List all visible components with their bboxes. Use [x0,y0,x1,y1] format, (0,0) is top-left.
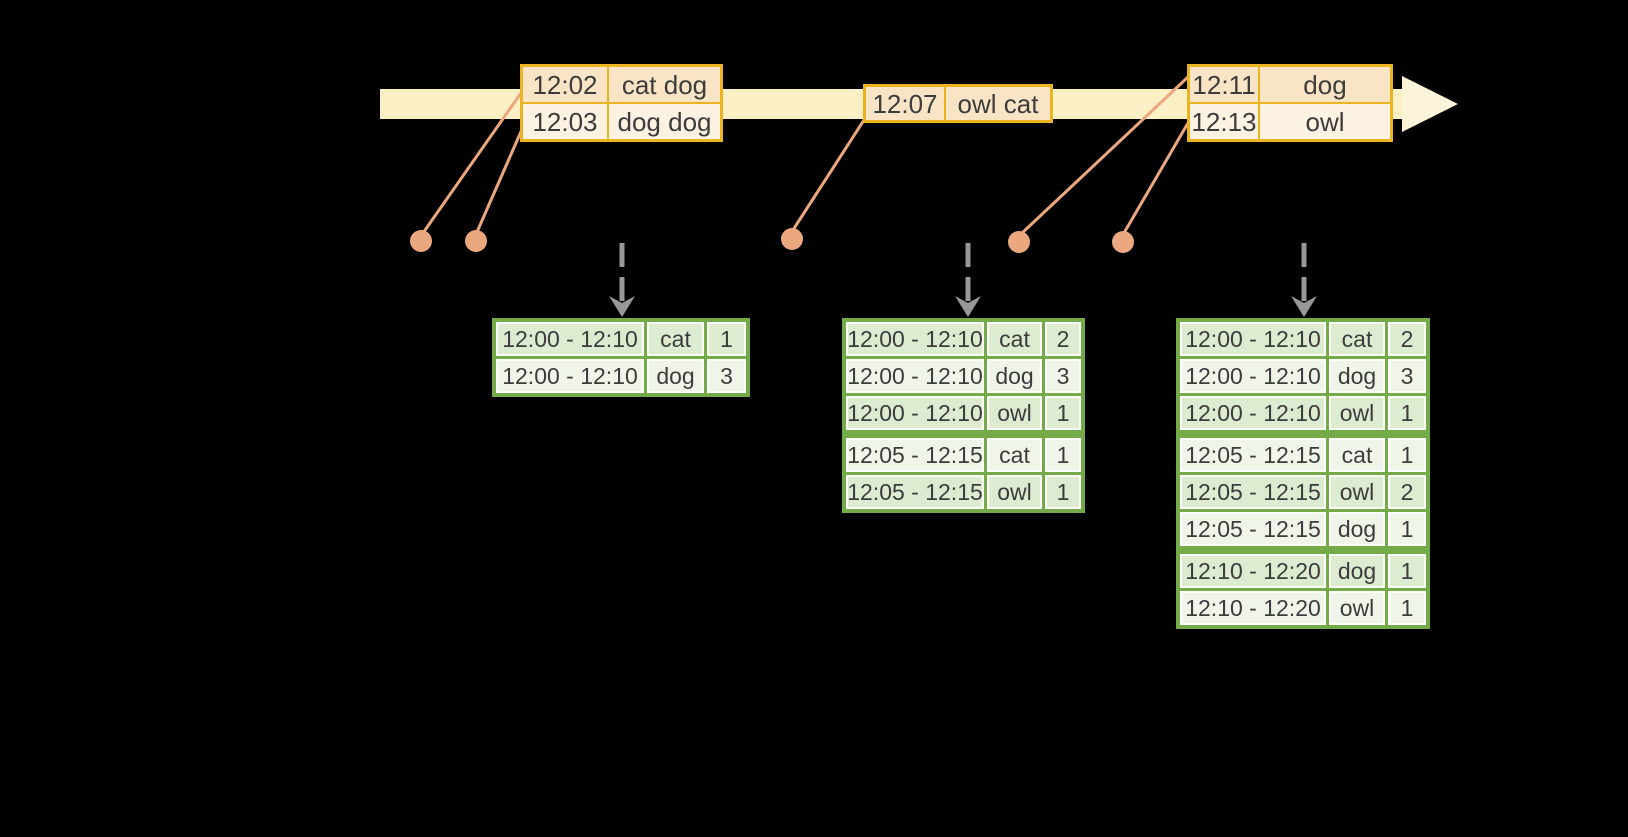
event-connector-line [1122,122,1190,234]
event-dot [410,230,432,252]
count-cell: 1 [1388,438,1426,472]
table-row: 12:10 - 12:20 dog 1 [1180,554,1426,588]
table-row: 12:00 - 12:10 cat 2 [1180,322,1426,356]
table-row: 12:05 - 12:15 cat 1 [846,438,1081,472]
count-cell: 1 [1388,554,1426,588]
event-dot [1008,231,1030,253]
event-box-1211: 12:11 dog 12:13 owl [1187,64,1393,142]
event-words: owl cat [946,87,1050,120]
window-cell: 12:05 - 12:15 [846,475,984,509]
event-dot [465,230,487,252]
event-row: 12:03 dog dog [523,104,720,139]
window-cell: 12:00 - 12:10 [1180,322,1326,356]
window-cell: 12:05 - 12:15 [1180,438,1326,472]
window-cell: 12:10 - 12:20 [1180,591,1326,625]
word-cell: owl [1329,396,1385,430]
event-box-1202: 12:02 cat dog 12:03 dog dog [520,64,723,142]
window-cell: 12:05 - 12:15 [1180,475,1326,509]
table-row: 12:05 - 12:15 owl 2 [1180,475,1426,509]
trigger-arrowhead-icon [955,296,981,317]
window-cell: 12:00 - 12:10 [1180,396,1326,430]
word-cell: cat [987,322,1042,356]
count-cell: 1 [1388,591,1426,625]
window-cell: 12:00 - 12:10 [1180,359,1326,393]
event-words: dog [1260,67,1390,102]
event-row: 12:02 cat dog [523,67,720,102]
window-cell: 12:05 - 12:15 [1180,512,1326,546]
event-time: 12:11 [1190,67,1258,102]
table-row: 12:05 - 12:15 dog 1 [1180,512,1426,546]
trigger-arrowhead-icon [609,296,635,317]
word-cell: cat [647,322,704,356]
result-table-3: 12:00 - 12:10 cat 2 12:00 - 12:10 dog 3 … [1176,318,1430,629]
word-cell: cat [987,438,1042,472]
event-dot [781,228,803,250]
event-box-1207: 12:07 owl cat [863,84,1053,123]
event-connector-line [791,119,866,231]
table-row: 12:00 - 12:10 owl 1 [846,396,1081,430]
event-words: owl [1260,104,1390,139]
table-row: 12:10 - 12:20 owl 1 [1180,591,1426,625]
window-cell: 12:00 - 12:10 [496,359,644,393]
event-connectors [421,75,1190,236]
event-row: 12:07 owl cat [866,87,1050,120]
event-row: 12:13 owl [1190,104,1390,139]
word-cell: owl [1329,591,1385,625]
trigger-arrows [609,243,1317,317]
word-cell: cat [1329,438,1385,472]
count-cell: 1 [707,322,746,356]
count-cell: 1 [1045,396,1081,430]
count-cell: 1 [1388,512,1426,546]
count-cell: 1 [1045,475,1081,509]
event-row: 12:11 dog [1190,67,1390,102]
count-cell: 2 [1045,322,1081,356]
event-connector-line [421,92,523,234]
window-cell: 12:00 - 12:10 [846,396,984,430]
event-time: 12:03 [523,104,607,139]
count-cell: 3 [1045,359,1081,393]
word-cell: dog [647,359,704,393]
word-cell: owl [987,475,1042,509]
event-dots [410,228,1134,253]
word-cell: dog [1329,359,1385,393]
event-time: 12:13 [1190,104,1258,139]
word-cell: cat [1329,322,1385,356]
table-row: 12:00 - 12:10 cat 1 [496,322,746,356]
count-cell: 1 [1388,396,1426,430]
word-cell: dog [1329,554,1385,588]
result-table-1: 12:00 - 12:10 cat 1 12:00 - 12:10 dog 3 [492,318,750,397]
event-time: 12:02 [523,67,607,102]
timeline-arrowhead-icon [1402,76,1458,132]
event-words: cat dog [609,67,720,102]
table-row: 12:00 - 12:10 dog 3 [496,359,746,393]
window-cell: 12:05 - 12:15 [846,438,984,472]
table-row: 12:05 - 12:15 owl 1 [846,475,1081,509]
count-cell: 2 [1388,475,1426,509]
trigger-arrowhead-icon [1291,296,1317,317]
window-cell: 12:10 - 12:20 [1180,554,1326,588]
count-cell: 3 [707,359,746,393]
window-cell: 12:00 - 12:10 [846,359,984,393]
window-cell: 12:00 - 12:10 [846,322,984,356]
table-row: 12:00 - 12:10 dog 3 [1180,359,1426,393]
event-dot [1112,231,1134,253]
word-cell: dog [1329,512,1385,546]
event-time: 12:07 [866,87,944,120]
table-row: 12:00 - 12:10 dog 3 [846,359,1081,393]
word-cell: owl [1329,475,1385,509]
word-cell: owl [987,396,1042,430]
table-row: 12:05 - 12:15 cat 1 [1180,438,1426,472]
window-cell: 12:00 - 12:10 [496,322,644,356]
table-row: 12:00 - 12:10 cat 2 [846,322,1081,356]
event-words: dog dog [609,104,720,139]
event-connector-line [1019,75,1190,236]
count-cell: 3 [1388,359,1426,393]
word-cell: dog [987,359,1042,393]
table-row: 12:00 - 12:10 owl 1 [1180,396,1426,430]
count-cell: 1 [1045,438,1081,472]
count-cell: 2 [1388,322,1426,356]
result-table-2: 12:00 - 12:10 cat 2 12:00 - 12:10 dog 3 … [842,318,1085,513]
event-connector-line [475,126,525,233]
